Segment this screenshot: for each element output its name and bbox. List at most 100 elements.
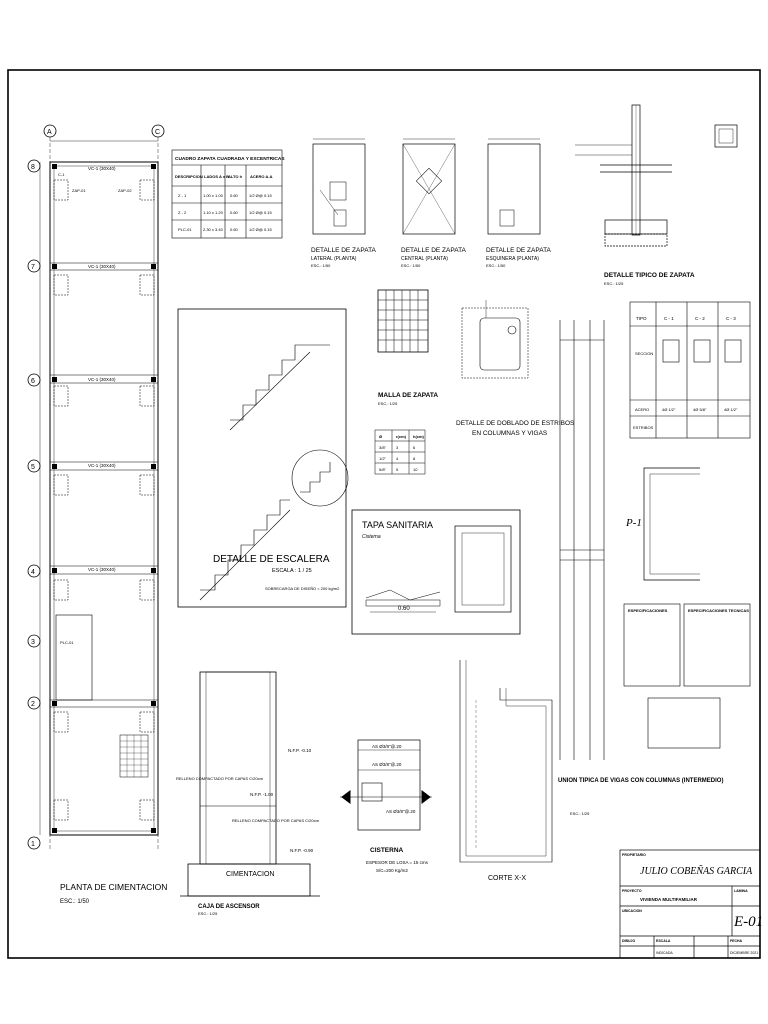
footing-detail-sub: LATERAL (PLANTA) <box>311 256 357 262</box>
footing-table-header: DESCRIPCION <box>175 174 203 179</box>
tapa-title: TAPA SANITARIA <box>362 520 433 530</box>
footing-table <box>171 149 283 239</box>
p1-detail <box>643 467 700 581</box>
spec-box-title: ESPECIFICACIONES TECNICAS <box>688 608 749 613</box>
cistern-label: AS Ø3/8"@.20 <box>372 762 402 767</box>
column-table-header: TIPO <box>636 316 647 321</box>
sheet-border <box>7 69 761 959</box>
beam-label: VC-1 (30X40) <box>88 463 116 468</box>
elevator-foundation-label: CIMENTACION <box>226 871 274 878</box>
beam-label: VC-1 (30X40) <box>88 567 116 572</box>
footing-table-header: ALTO h <box>228 174 243 179</box>
hook-table-header: h(cm) <box>413 434 425 439</box>
project-name: VIVIENDA MULTIFAMILIAR <box>640 897 698 902</box>
hook-table-header: Ø <box>379 434 382 439</box>
hook-table-cell: 6 <box>413 445 416 450</box>
date-value: DICIEMBRE 2021 <box>730 951 758 955</box>
p1-label: P-1 <box>625 517 642 529</box>
union-title-text: UNION TIPICA DE VIGAS CON COLUMNAS (INTE… <box>558 778 723 784</box>
stair-load-note: SOBRECARGA DE DISEÑO = 200 kg/m2 <box>265 586 340 591</box>
tapa-sanitaria <box>351 509 521 635</box>
grid-row-5: 5 <box>31 464 35 471</box>
footing-detail-scale: ESC.: 1/50 <box>401 263 421 268</box>
cistern-label: AS Ø3/8"@.20 <box>372 744 402 749</box>
typical-footing-title: DETALLE TIPICO DE ZAPATA <box>604 272 695 279</box>
sheet-label: LAMINA <box>734 889 748 893</box>
footing-tag: ZAP-01 <box>72 188 86 193</box>
grid-row-7: 7 <box>31 264 35 271</box>
stair-title: DETALLE DE ESCALERA <box>213 554 330 565</box>
footing-detail-title: DETALLE DE ZAPATA <box>401 247 467 254</box>
column-table-acero: 4Ø 1/2" <box>724 407 738 412</box>
footing-detail-sub: CENTRAL (PLANTA) <box>401 256 448 262</box>
column-table-header: C - 2 <box>695 316 705 321</box>
grid-label-C: C <box>155 129 160 136</box>
footing-detail-scale: ESC.: 1/50 <box>311 263 331 268</box>
section-x-x <box>459 660 553 863</box>
stirrup-bend-detail <box>461 300 529 379</box>
elevator-fill-note: RELLENO COMPACTADO POR CAPAS C/20cm <box>232 818 320 823</box>
scale-label: ESCALA <box>656 939 671 943</box>
beam-label: VC-1 (30X40) <box>88 166 116 171</box>
date-label: FECHA <box>730 939 743 943</box>
footing-detail-title: DETALLE DE ZAPATA <box>311 247 377 254</box>
elevator-level: N.F.P. -0.90 <box>290 848 314 853</box>
footing-table-cell: 1/2 Ø@ 0.15 <box>249 227 273 232</box>
footing-table-cell: 2.30 x 3.40 <box>203 227 224 232</box>
footing-table-cell: 0.60 <box>230 210 239 215</box>
hook-table <box>374 429 426 475</box>
elevator-section <box>180 671 320 897</box>
column-table <box>629 301 751 439</box>
hook-table-cell: 10 <box>413 467 418 472</box>
project-label: PROYECTO <box>622 889 642 893</box>
footing-tag: ZAP-02 <box>118 188 132 193</box>
tapa-dim: 0.60 <box>398 606 410 612</box>
hook-table-cell: 8 <box>413 456 416 461</box>
column-table-row-label: ESTRIBOS <box>633 425 654 430</box>
footing-table-cell: PLC-01 <box>178 227 192 232</box>
footing-detail-central <box>402 138 456 235</box>
column-elevation <box>559 320 605 760</box>
column-table-acero: 4Ø 1/2" <box>662 407 676 412</box>
elevator-title: CAJA DE ASCENSOR <box>198 904 260 910</box>
stirrup-sub: EN COLUMNAS Y VIGAS <box>472 430 548 437</box>
grid-label-A: A <box>47 129 52 136</box>
footing-table-cell: 0.60 <box>230 193 239 198</box>
footing-table-title: CUADRO ZAPATA CUADRADA Y EXCENTRICAS <box>175 156 285 162</box>
grid-row-2: 2 <box>31 701 35 708</box>
hook-table-cell: 3/8" <box>379 445 387 450</box>
grid-row-4: 4 <box>31 569 35 576</box>
title-block <box>619 849 761 959</box>
column-tag: C-1 <box>58 172 65 177</box>
foundation-plan <box>27 124 165 850</box>
scale-value: INDICADA <box>656 951 673 955</box>
drawn-label: DIBUJO <box>622 939 636 943</box>
hook-table-cell: 5 <box>396 467 399 472</box>
stirrup-title: DETALLE DE DOBLADO DE ESTRIBOS <box>456 420 575 427</box>
elevator-fill-note: RELLENO COMPACTADO POR CAPAS C/20cm <box>176 776 264 781</box>
column-table-header: C - 1 <box>664 316 674 321</box>
mesh-scale: ESC.: 1/25 <box>378 401 398 406</box>
tapa-sub: Cisterna <box>362 534 381 540</box>
mesh-title: MALLA DE ZAPATA <box>378 392 438 399</box>
location-label: UBICACION <box>622 909 642 913</box>
footing-table-cell: 1.00 x 1.00 <box>203 193 224 198</box>
grid-row-6: 6 <box>31 378 35 385</box>
hook-table-cell: 4 <box>396 456 399 461</box>
sheet-number: E-01 <box>733 914 763 930</box>
section-title: CORTE X-X <box>488 875 526 882</box>
footing-table-cell: 1/2 Ø@ 0.15 <box>249 210 273 215</box>
stair-detail <box>177 308 349 608</box>
footing-table-cell: 0.60 <box>230 227 239 232</box>
plan-title: PLANTA DE CIMENTACION <box>60 882 167 892</box>
footing-table-header: LADOS A x B <box>204 174 229 179</box>
stair-scale: ESCALA : 1 / 25 <box>272 568 312 574</box>
footing-tag: PLC-01 <box>60 640 74 645</box>
elevator-level: N.F.P. -1.00 <box>250 792 274 797</box>
footing-detail-scale: ESC.: 1/50 <box>486 263 506 268</box>
union-title: UNION TIPICA DE VIGAS CON COLUMNAS (INTE… <box>558 778 723 784</box>
grid-row-1: 1 <box>31 841 35 848</box>
footing-detail-corner <box>487 138 541 235</box>
grid-row-3: 3 <box>31 639 35 646</box>
footing-table-cell: Z - 1 <box>178 193 187 198</box>
